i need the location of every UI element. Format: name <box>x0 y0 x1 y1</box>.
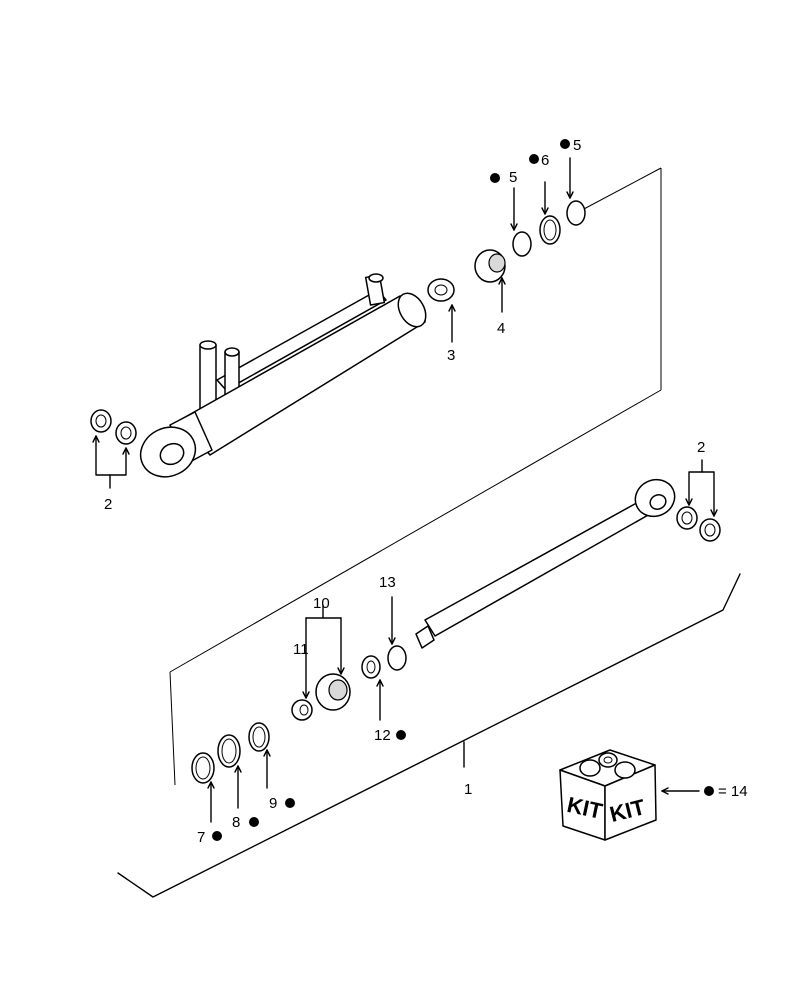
callout-3: 3 <box>447 347 455 364</box>
callout-2-left: 2 <box>104 496 112 513</box>
callout-14-legend: = 14 <box>718 783 748 800</box>
kit-dot-12 <box>396 730 406 740</box>
callout-12: 12 <box>374 727 391 744</box>
callout-6: 6 <box>541 152 549 169</box>
callout-5-second: 5 <box>573 137 581 154</box>
kit-box: KIT KIT <box>559 749 700 841</box>
bushing-pair-right <box>676 459 721 542</box>
callout-13: 13 <box>379 574 396 591</box>
gland <box>474 249 506 313</box>
seal-rings-upper <box>510 157 586 257</box>
assembly-bracket-lines <box>117 167 741 898</box>
kit-dot-7 <box>212 831 222 841</box>
callout-labels: 1 2 2 3 4 5 6 5 7 8 9 10 11 12 13 = 14 <box>104 137 748 846</box>
callout-7: 7 <box>197 829 205 846</box>
piston-rod <box>415 478 676 649</box>
callout-2-right: 2 <box>697 439 705 456</box>
kit-indicator-dots <box>212 139 714 841</box>
nut <box>427 278 456 343</box>
piston-components <box>291 596 407 721</box>
callout-10: 10 <box>313 595 330 612</box>
callout-5-first: 5 <box>509 169 517 186</box>
callout-11: 11 <box>293 641 309 658</box>
kit-dot-legend <box>704 786 714 796</box>
callout-8: 8 <box>232 814 240 831</box>
kit-dot-5b <box>560 139 570 149</box>
callout-4: 4 <box>497 320 505 337</box>
bushing-pair-left <box>90 409 137 489</box>
kit-dot-8 <box>249 817 259 827</box>
kit-dot-9 <box>285 798 295 808</box>
kit-dot-6 <box>529 154 539 164</box>
cylinder-barrel <box>139 273 427 478</box>
seal-rings-lower <box>191 722 271 823</box>
callout-9: 9 <box>269 795 277 812</box>
callout-1: 1 <box>464 781 472 798</box>
kit-dot-5a <box>490 173 500 183</box>
